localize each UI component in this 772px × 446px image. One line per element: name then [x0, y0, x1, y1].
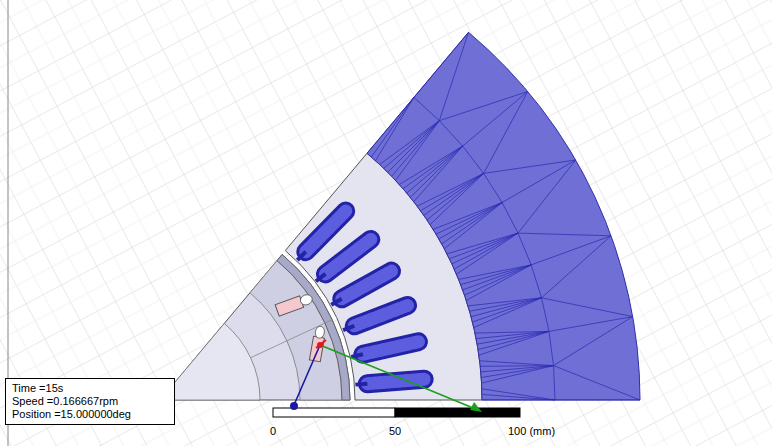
slot-mesh	[342, 271, 392, 299]
blue-axis	[294, 345, 320, 405]
scale-black	[395, 408, 520, 417]
status-box: Time =15sSpeed =0.166667rpmPosition =15.…	[5, 378, 175, 425]
magnet-end	[299, 293, 314, 307]
slot-mesh	[367, 379, 424, 383]
green-axis	[320, 345, 478, 410]
rotor-shaft	[160, 323, 260, 400]
slot-opening	[343, 326, 354, 330]
scale-white	[273, 408, 395, 417]
scale-label: 0	[270, 425, 276, 437]
scale-bar	[273, 408, 520, 417]
stator-slot	[363, 342, 419, 355]
scale-label: 100 (mm)	[508, 425, 555, 437]
coordinate-markers	[290, 340, 482, 412]
slot-mesh	[354, 305, 407, 325]
magnet-end	[314, 326, 325, 339]
magnet	[275, 292, 314, 316]
status-text: Time =15s	[12, 382, 168, 395]
red-dot	[317, 342, 323, 348]
slot-opening	[331, 299, 341, 305]
slot-mesh	[306, 211, 346, 252]
magnet	[309, 325, 326, 361]
slot-opening	[297, 252, 305, 261]
stator-slot	[325, 239, 370, 274]
stator-slot	[342, 271, 392, 299]
status-text: Speed =0.166667rpm	[12, 395, 168, 408]
slot-opening	[316, 274, 326, 281]
stator-slot	[306, 211, 346, 252]
green-arrowhead	[470, 402, 482, 412]
motor-sector	[160, 32, 640, 400]
magnet-block	[275, 296, 304, 316]
slot-mesh	[363, 342, 419, 355]
scale-label: 50	[389, 425, 401, 437]
magnet-block	[309, 336, 324, 362]
slot-opening	[355, 382, 367, 387]
stator-slot	[354, 305, 407, 325]
slot-opening	[351, 354, 363, 357]
rotor-core	[160, 255, 350, 401]
slot-mesh	[325, 239, 370, 274]
stator-slot	[367, 379, 424, 383]
red-axis	[316, 340, 326, 348]
blue-dot	[290, 402, 298, 410]
status-text: Position =15.000000deg	[12, 408, 168, 421]
